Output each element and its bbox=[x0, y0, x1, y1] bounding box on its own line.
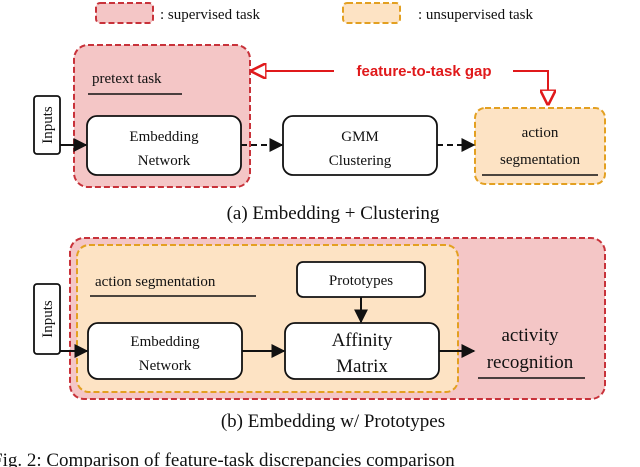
figure-caption: Fig. 2: Comparison of feature-task discr… bbox=[0, 450, 455, 467]
action-segmentation-line2-a: segmentation bbox=[500, 152, 580, 168]
legend-supervised-swatch bbox=[95, 2, 154, 24]
pretext-task-label: pretext task bbox=[92, 71, 162, 87]
action-segmentation-line1-a: action bbox=[522, 125, 559, 141]
prototypes-label: Prototypes bbox=[329, 273, 393, 289]
feature-to-task-gap-label: feature-to-task gap bbox=[356, 63, 491, 80]
embedding-network-line1-a: Embedding bbox=[129, 129, 199, 145]
action-segmentation-label-b: action segmentation bbox=[95, 274, 216, 290]
embedding-network-line2-b: Network bbox=[139, 358, 192, 374]
affinity-matrix-line2: Matrix bbox=[336, 356, 388, 377]
gap-arrow-right bbox=[513, 70, 548, 104]
legend-unsupervised-swatch bbox=[342, 2, 401, 24]
embedding-network-line1-b: Embedding bbox=[130, 334, 200, 350]
caption-b: (b) Embedding w/ Prototypes bbox=[221, 411, 445, 432]
legend-supervised-label: : supervised task bbox=[160, 7, 260, 23]
inputs-label-b: Inputs bbox=[40, 300, 56, 338]
embedding-network-line2-a: Network bbox=[138, 153, 191, 169]
inputs-box-b bbox=[33, 283, 61, 355]
diagram-b: action segmentation Inputs Prototypes Em… bbox=[33, 237, 606, 432]
legend-unsupervised-label: : unsupervised task bbox=[418, 7, 533, 23]
affinity-matrix-line1: Affinity bbox=[332, 330, 393, 351]
activity-recognition-line2: recognition bbox=[487, 352, 574, 373]
gmm-clustering-line2: Clustering bbox=[329, 153, 392, 169]
activity-recognition-line1: activity bbox=[502, 325, 559, 346]
action-segmentation-box-a bbox=[474, 107, 606, 185]
inputs-label-a: Inputs bbox=[40, 106, 56, 144]
legend: : supervised task : unsupervised task bbox=[95, 2, 533, 24]
gmm-clustering-line1: GMM bbox=[341, 129, 379, 145]
diagram-a: pretext task Inputs Embedding Network GM… bbox=[33, 44, 606, 224]
caption-a: (a) Embedding + Clustering bbox=[227, 203, 440, 224]
inputs-box-a bbox=[33, 95, 61, 155]
